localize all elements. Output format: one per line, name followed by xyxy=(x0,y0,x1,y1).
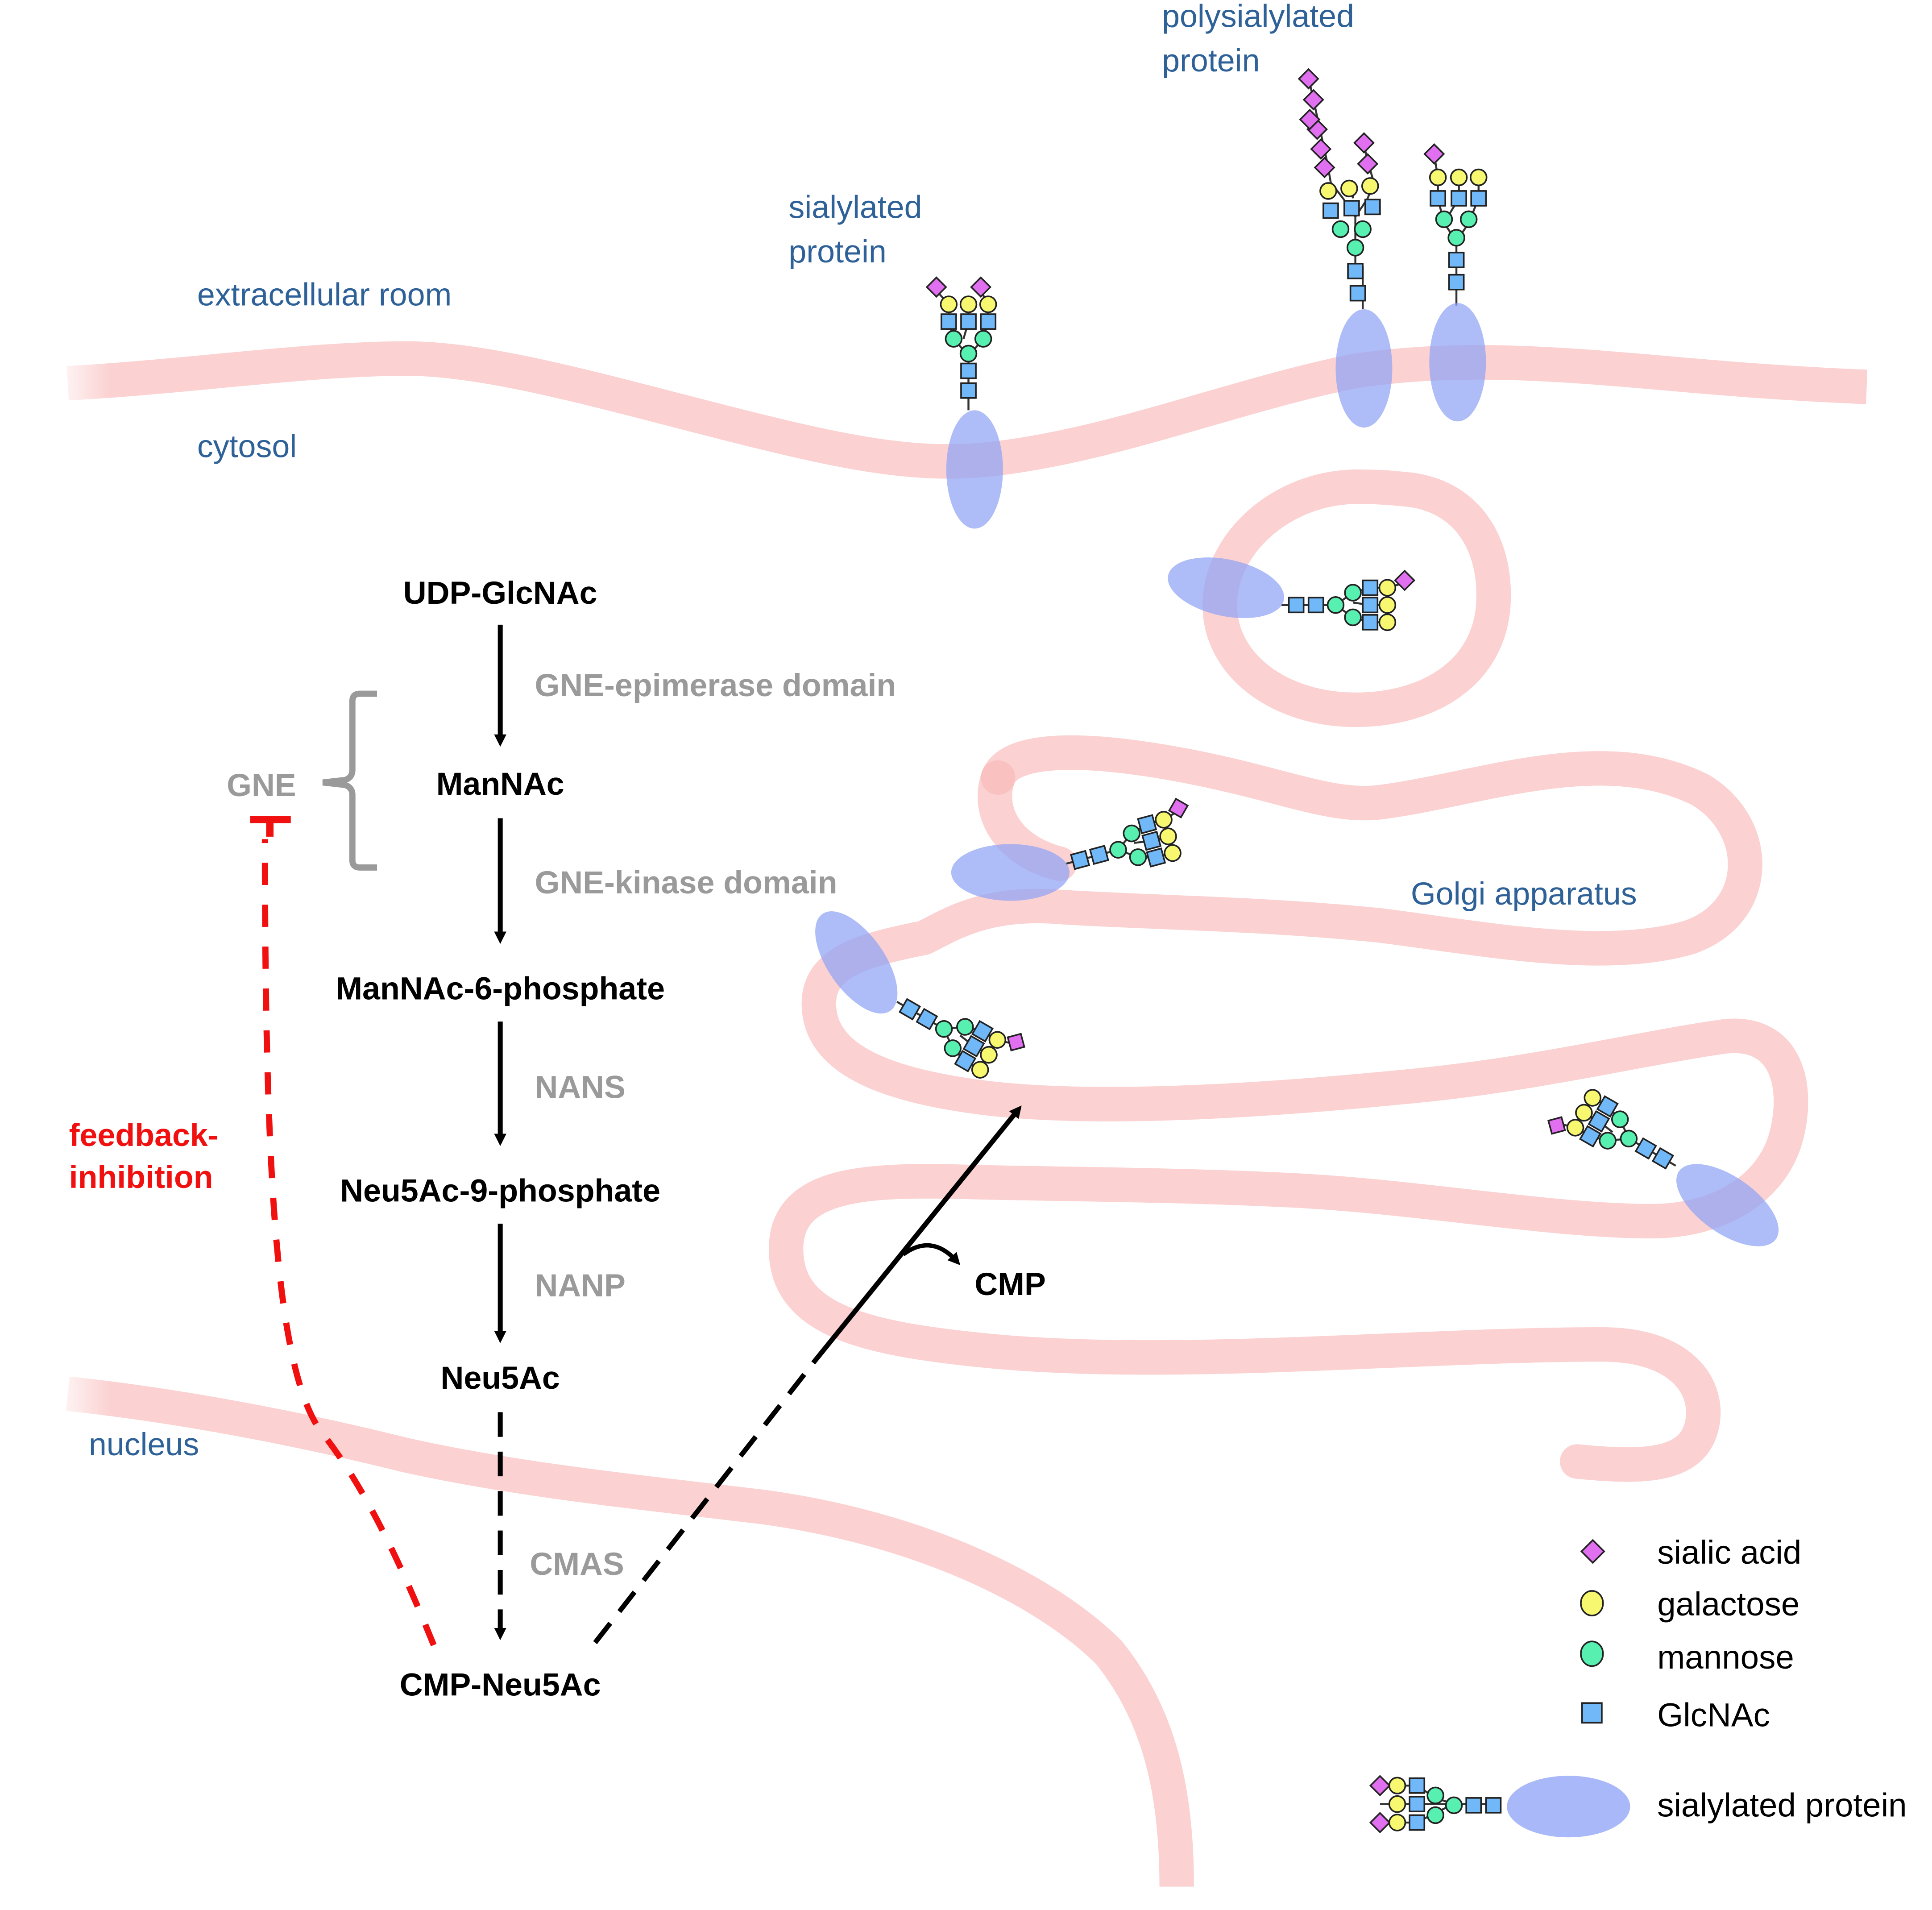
svg-text:mannose: mannose xyxy=(1657,1639,1794,1676)
svg-text:GlcNAc: GlcNAc xyxy=(1657,1697,1770,1734)
metabolite-udp-glcnac: UDP-GlcNAc xyxy=(403,575,597,611)
legend-item-sialylated-protein: sialylated protein xyxy=(1369,1775,1907,1838)
enzyme-gne-epimerase: GNE-epimerase domain xyxy=(535,668,896,703)
golgi-vesicle-membrane xyxy=(1202,469,1511,727)
enzyme-nans: NANS xyxy=(535,1069,625,1105)
golgi-glycoprotein-1 xyxy=(951,797,1201,901)
cmp-release-arrow xyxy=(902,1243,961,1266)
feedback-label-2: inhibition xyxy=(69,1159,213,1195)
metabolite-neu5ac: Neu5Ac xyxy=(441,1360,560,1396)
polysialylated-membrane-protein xyxy=(1298,68,1393,428)
feedback-label-1: feedback- xyxy=(69,1117,219,1153)
label-polysialylated-protein-1: polysialylated xyxy=(1162,0,1354,34)
sialic-acid-icon xyxy=(1580,1539,1605,1564)
svg-text:sialic acid: sialic acid xyxy=(1657,1534,1801,1571)
enzyme-gne-kinase: GNE-kinase domain xyxy=(535,865,837,901)
protein-blob xyxy=(1429,303,1486,422)
legend-item-mannose: mannose xyxy=(1580,1639,1794,1676)
metabolite-neu5ac-9-phosphate: Neu5Ac-9-phosphate xyxy=(340,1173,660,1208)
metabolite-mannac: ManNAc xyxy=(436,766,564,802)
legend-item-galactose: galactose xyxy=(1580,1586,1799,1623)
transport-arrow-solid xyxy=(811,1105,1022,1365)
mannose-icon xyxy=(1580,1640,1604,1667)
inhibition-bar xyxy=(250,815,291,837)
label-cytosol: cytosol xyxy=(197,428,297,464)
label-nucleus: nucleus xyxy=(89,1427,199,1462)
label-extracellular-room: extracellular room xyxy=(197,277,452,313)
gne-label: GNE xyxy=(227,768,296,803)
pathway: UDP-GlcNAc ManNAc ManNAc-6-phosphate Neu… xyxy=(69,575,1046,1703)
sialylated-membrane-protein xyxy=(927,278,1003,529)
enzyme-cmas: CMAS xyxy=(530,1546,624,1582)
label-polysialylated-protein-2: protein xyxy=(1162,43,1260,79)
vesicle-glycoprotein xyxy=(1168,557,1414,630)
label-sialylated-protein-1: sialylated xyxy=(788,190,922,225)
golgi-glycoprotein-3 xyxy=(1544,1077,1779,1246)
legend-item-glcnac: GlcNAc xyxy=(1581,1697,1770,1734)
gne-bracket xyxy=(322,690,377,871)
feedback-inhibition-line xyxy=(261,839,437,1647)
legend: sialic acid galactose mannose GlcNAc sia… xyxy=(1369,1534,1907,1838)
sialylated-membrane-protein-2 xyxy=(1424,143,1488,422)
enzyme-nanp: NANP xyxy=(535,1268,625,1304)
protein-blob xyxy=(946,410,1003,529)
byproduct-cmp: CMP xyxy=(974,1266,1046,1302)
glcnac-icon xyxy=(1581,1702,1603,1724)
metabolite-cmp-neu5ac: CMP-Neu5Ac xyxy=(400,1667,601,1703)
galactose-icon xyxy=(1580,1590,1604,1616)
transport-arrow-dashed xyxy=(593,1361,815,1644)
label-sialylated-protein-2: protein xyxy=(788,234,886,270)
golgi-apparatus-membrane xyxy=(769,735,1808,1482)
svg-text:sialylated protein: sialylated protein xyxy=(1657,1786,1907,1823)
nuclear-membrane xyxy=(49,1369,1194,1887)
legend-item-sialic-acid: sialic acid xyxy=(1580,1534,1801,1571)
protein-icon xyxy=(1507,1776,1630,1838)
label-golgi-apparatus: Golgi apparatus xyxy=(1411,876,1637,912)
svg-text:galactose: galactose xyxy=(1657,1586,1799,1623)
protein-blob xyxy=(1335,309,1393,428)
metabolite-mannac-6-phosphate: ManNAc-6-phosphate xyxy=(336,971,665,1006)
golgi-glycoprotein-2 xyxy=(815,911,1029,1090)
